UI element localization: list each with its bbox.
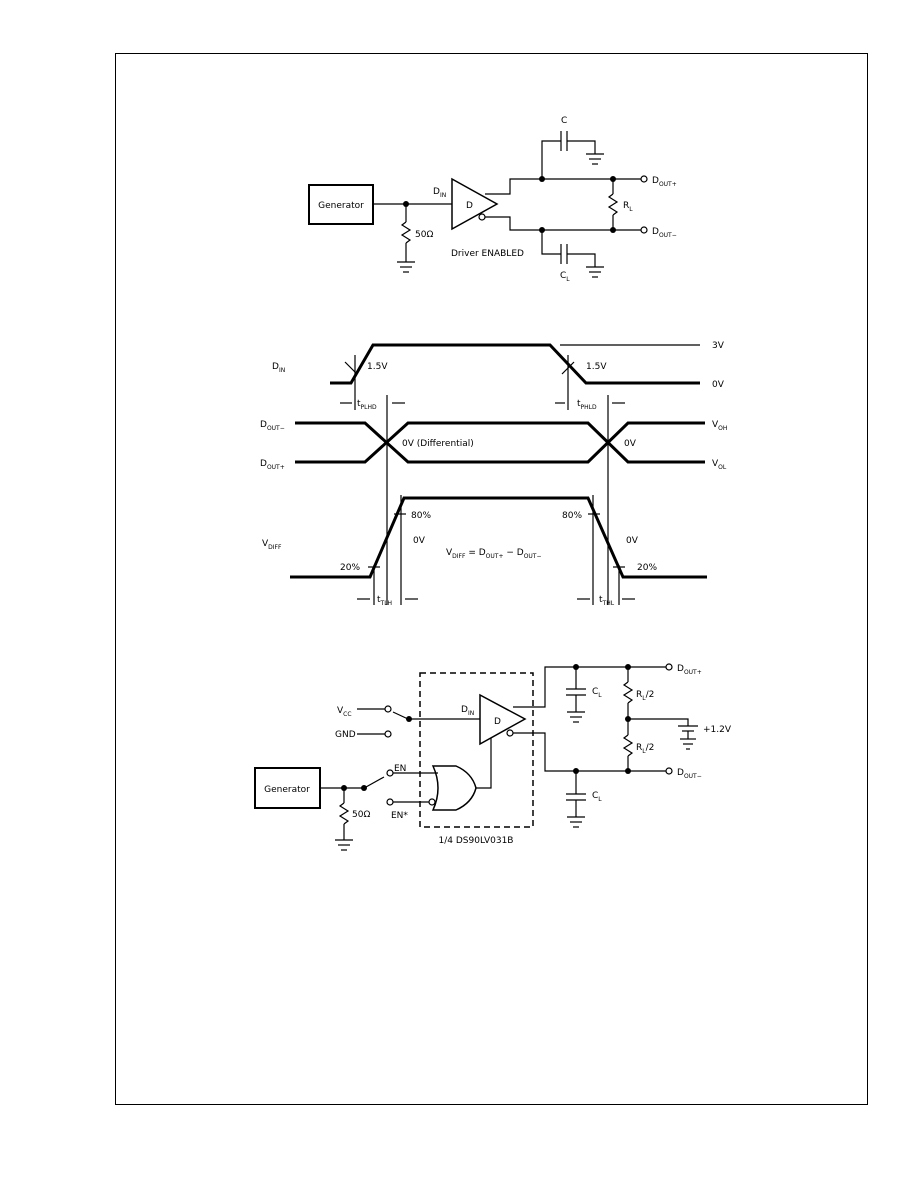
vcc-terminal [384,705,392,713]
page-frame [115,53,868,1105]
voh-label: VOH [712,420,727,432]
rl-top-label: RL/2 [636,690,654,702]
driver-label-3: D [494,717,501,727]
generator-box [308,184,374,225]
vol-label: VOL [712,459,727,471]
v3-label: 3V [712,341,725,351]
driver-triangle [451,177,499,231]
p80-b-label: 80% [562,511,582,521]
din-label: DIN [433,187,446,199]
tristate-test-circuit: 1/4 DS90LV031B VCC GND DIN D EN EN* Gene… [254,663,732,851]
tphld-label: tPHLD [577,399,597,411]
dout-plus-terminal [640,175,648,183]
gnd-label: GND [335,730,356,740]
driver-label: D [466,201,473,211]
or-gate [431,765,477,811]
timing-diagram: DIN 3V 0V 1.5V 1.5V tPLHD tPHLD DOUT− DO… [260,341,727,607]
dout-plus-timing-label: DOUT+ [260,459,285,471]
termination-label-3: 50Ω [352,810,370,820]
rl-label: RL [623,201,633,213]
cap-top-label: C [561,116,567,126]
vdiff-equation: VDIFF = DOUT+ − DOUT− [446,548,542,560]
input-switch [392,711,409,720]
zero-diff-label: 0V (Differential) [402,439,474,449]
rl-bottom-resistor [622,734,634,757]
p20-b-label: 20% [637,563,657,573]
gnd-terminal [384,730,392,738]
termination-resistor-3 [338,802,350,825]
din-waveform [330,343,700,385]
driver-state-label: Driver ENABLED [451,249,524,259]
dout-minus-waveform [295,421,705,464]
termination-label: 50Ω [415,230,433,240]
p80-a-label: 80% [411,511,431,521]
cap-bottom-label: CL [560,271,570,283]
vbias-label: +1.2V [703,725,732,735]
dout-minus-label-3: DOUT− [677,768,702,780]
termination-resistor [400,221,412,244]
vdiff-waveform [290,496,707,579]
driver-enabled-test-circuit: Generator 50Ω DIN D Driver ENABLED C [308,116,677,283]
en-star-label: EN* [391,811,408,821]
din-timing-label: DIN [272,362,285,374]
generator-label: Generator [318,201,364,211]
part-label: 1/4 DS90LV031B [439,836,514,846]
driver-triangle-3 [479,693,527,746]
cl-top-label: CL [592,687,602,699]
dout-plus-label-3: DOUT+ [677,664,702,676]
ttlh-label: tTLH [377,595,392,607]
din-label-3: DIN [461,705,474,717]
en-label: EN [394,764,406,774]
dout-plus-waveform [295,421,705,464]
v0-label: 0V [712,380,725,390]
v15-a-label: 1.5V [367,362,388,372]
enable-switch [365,776,385,788]
device-outline [419,672,534,828]
cl-bottom-label: CL [592,791,602,803]
rl-bottom-label: RL/2 [636,743,654,755]
en-star-terminal [386,798,394,806]
tthl-label: tTHL [599,595,615,607]
vcc-label: VCC [337,706,352,718]
zero-b-label: 0V [624,439,637,449]
en-terminal [386,769,394,777]
zv-a-label: 0V [413,536,426,546]
dout-minus-timing-label: DOUT− [260,420,285,432]
generator-box-3 [254,767,321,809]
v15-b-label: 1.5V [586,362,607,372]
tplhd-label: tPLHD [357,399,377,411]
zv-b-label: 0V [626,536,639,546]
dout-plus-terminal-3 [665,663,673,671]
dout-plus-label: DOUT+ [652,176,677,188]
p20-a-label: 20% [340,563,360,573]
dout-minus-terminal-3 [665,767,673,775]
dout-minus-label: DOUT− [652,227,677,239]
generator-label-3: Generator [264,785,310,795]
rl-top-resistor [622,681,634,704]
load-resistor [607,193,619,216]
dout-minus-terminal [640,226,648,234]
vdiff-label: VDIFF [262,539,282,551]
